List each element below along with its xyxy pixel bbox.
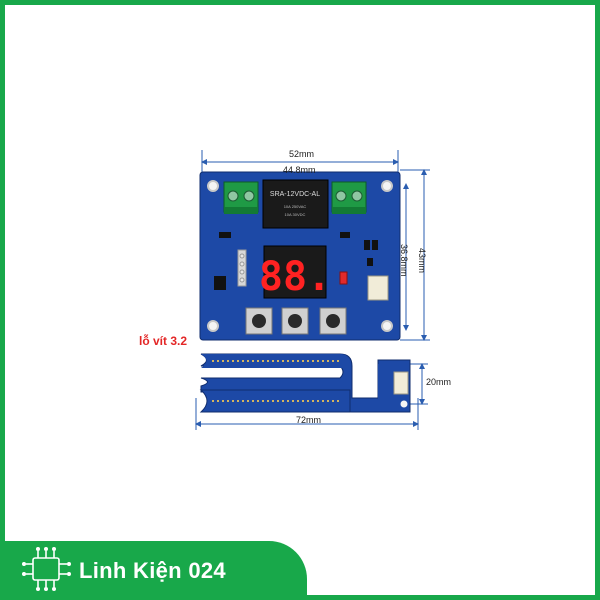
svg-text:10A 30VDC: 10A 30VDC [285,212,306,217]
board-height-label: 43mm [417,248,427,274]
probe-width-label: 20mm [426,377,452,387]
terminal-block-left [223,181,259,214]
svg-text:10A 250VAC: 10A 250VAC [284,204,307,209]
display-digits: 88. [259,254,331,300]
terminal-block-right [331,181,367,214]
seven-segment-display: 88. [259,245,331,300]
status-led [339,271,348,285]
push-buttons [245,307,347,335]
board-inner-width-label: 44.8mm [283,165,316,175]
board-width-label: 52mm [289,149,315,159]
brand-name: Linh Kiện 024 [79,558,226,583]
board-inner-height-label: 36.8mm [399,244,409,277]
sensor-connector [367,275,389,301]
soil-probe [199,353,411,413]
relay-model-label: SRA-12VDC-AL [270,191,320,198]
probe-length-label: 72mm [296,415,322,425]
relay: SRA-12VDC-AL 10A 250VAC 10A 30VDC [262,179,329,229]
mounting-hole-annotation: lỗ vít 3.2 [139,334,188,348]
probe-connector [393,371,409,395]
mounting-holes [207,180,393,332]
relay-board: SRA-12VDC-AL 10A 250VAC 10A 30VDC 88. [199,171,401,341]
pin-header [237,249,247,287]
